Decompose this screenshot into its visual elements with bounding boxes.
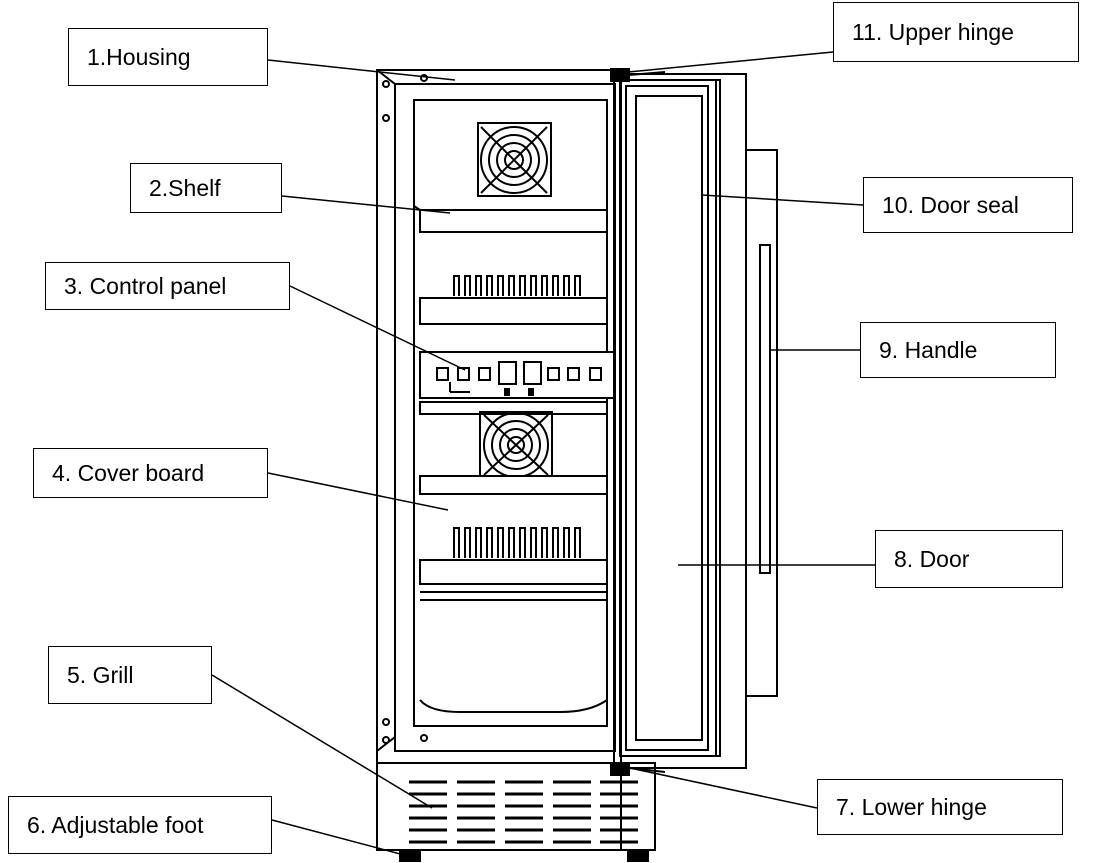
- housing-screw: [382, 80, 390, 88]
- door-glass: [635, 95, 703, 741]
- label-text: 4. Cover board: [52, 459, 205, 486]
- leader-cover-board: [267, 472, 449, 511]
- housing-screw: [420, 74, 428, 82]
- control-panel: [419, 351, 616, 399]
- door-seal: [625, 85, 709, 751]
- handle-plate: [745, 149, 778, 697]
- housing-screw: [382, 114, 390, 122]
- label-text: 2.Shelf: [149, 174, 221, 201]
- shelf: [419, 297, 608, 325]
- handle: [759, 244, 771, 574]
- housing-screw: [420, 734, 428, 742]
- grill-slots: [409, 780, 638, 844]
- adjustable-foot: [399, 849, 421, 862]
- label-text: 10. Door seal: [882, 191, 1019, 218]
- label-door-seal: 10. Door seal: [863, 177, 1073, 233]
- leader-lower-hinge: [629, 767, 818, 809]
- label-shelf: 2.Shelf: [130, 163, 282, 213]
- label-door: 8. Door: [875, 530, 1063, 588]
- label-text: 9. Handle: [879, 336, 978, 363]
- upper-rack: [453, 275, 581, 296]
- leader-shelf: [281, 195, 451, 214]
- grill: [376, 762, 656, 851]
- leader-door-seal: [701, 194, 864, 206]
- leader-grill: [211, 674, 433, 809]
- label-adjustable-foot: 6. Adjustable foot: [8, 796, 272, 854]
- lower-rack: [453, 527, 581, 558]
- leader-housing: [267, 59, 456, 81]
- label-control-panel: 3. Control panel: [45, 262, 290, 310]
- label-text: 7. Lower hinge: [836, 793, 987, 820]
- lower-fan-icon: [479, 411, 553, 479]
- door-outer: [613, 73, 747, 769]
- cover-board: [419, 475, 608, 495]
- door-frame: [619, 79, 721, 757]
- label-handle: 9. Handle: [860, 322, 1056, 378]
- label-lower-hinge: 7. Lower hinge: [817, 779, 1063, 835]
- label-text: 5. Grill: [67, 661, 134, 688]
- label-grill: 5. Grill: [48, 646, 212, 704]
- housing-screw: [382, 718, 390, 726]
- label-text: 1.Housing: [87, 43, 191, 70]
- label-text: 11. Upper hinge: [852, 18, 1014, 45]
- label-housing: 1.Housing: [68, 28, 268, 86]
- adjustable-foot: [627, 849, 649, 862]
- label-text: 3. Control panel: [64, 272, 227, 299]
- label-text: 8. Door: [894, 545, 970, 572]
- shelf: [419, 209, 608, 233]
- label-cover-board: 4. Cover board: [33, 448, 268, 498]
- leader-adjustable-foot: [271, 819, 409, 857]
- upper-fan-icon: [477, 122, 552, 197]
- label-upper-hinge: 11. Upper hinge: [833, 2, 1079, 62]
- leader-upper-hinge: [627, 51, 834, 73]
- leader-control-panel: [289, 285, 466, 371]
- label-text: 6. Adjustable foot: [27, 811, 204, 838]
- housing-screw: [382, 736, 390, 744]
- shelf: [419, 559, 608, 585]
